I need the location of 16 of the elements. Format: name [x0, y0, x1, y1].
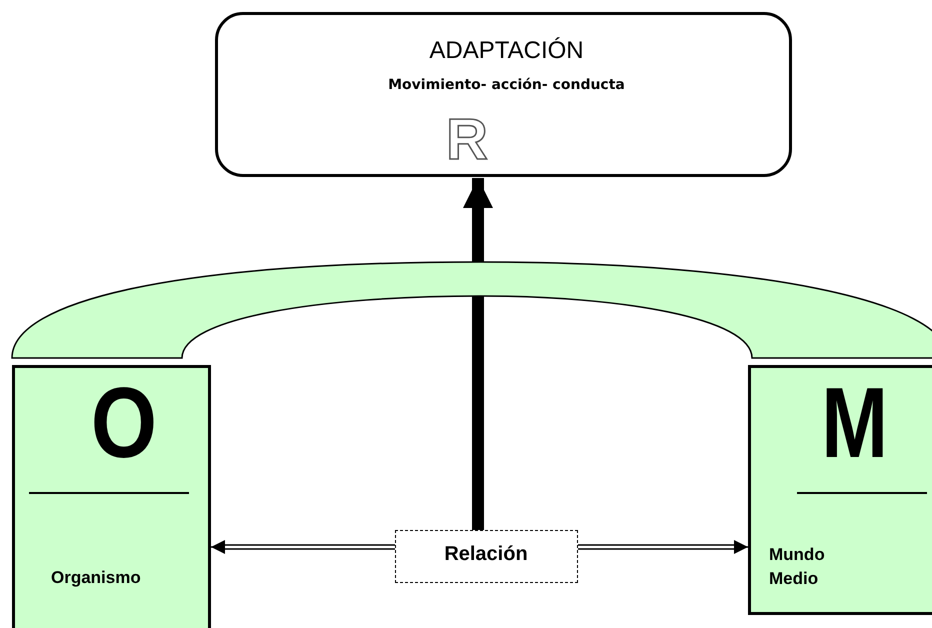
organism-label: Organismo [51, 568, 141, 588]
heading: ADAPTACIÓN [428, 37, 585, 65]
letter-symbol: R [446, 109, 488, 171]
process-box [215, 12, 792, 177]
relation-label: Relación [443, 543, 529, 566]
subtitle: Movimiento- acción- conducta [387, 77, 626, 93]
relation-box [395, 530, 578, 583]
double-arrow [210, 540, 396, 554]
world-box [748, 365, 932, 615]
double-arrow [577, 540, 749, 554]
letter-symbol: O [90, 368, 157, 478]
letter-symbol: M [821, 368, 888, 478]
organism-box [12, 365, 211, 628]
arch-band [11, 261, 932, 359]
world-label: Mundo Medio [769, 544, 826, 590]
arrow [463, 178, 493, 530]
